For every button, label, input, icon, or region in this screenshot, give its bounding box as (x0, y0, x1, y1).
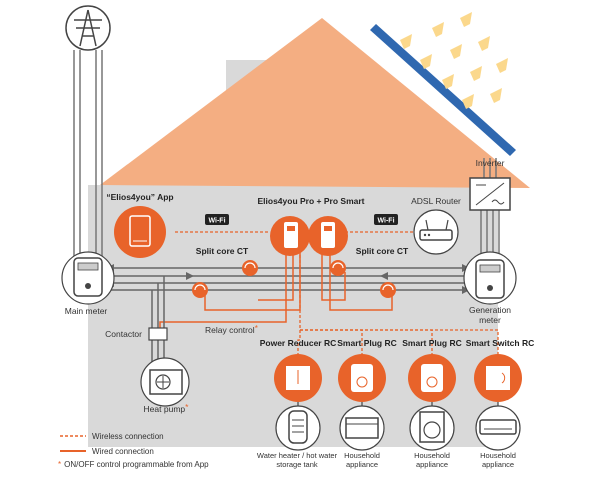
adsl-router-icon (413, 209, 459, 255)
relay-control-label: Relay control* (205, 323, 259, 335)
main-meter-label: Main meter (65, 306, 108, 316)
household-appliance-1-icon (339, 405, 385, 451)
smart-plug-1-label: Smart Plug RC (337, 338, 397, 348)
grid-cable (73, 50, 103, 258)
ct-right-1-icon (330, 260, 346, 276)
heat-pump-icon (140, 357, 190, 407)
ct-left-2-icon (192, 282, 208, 298)
household-appliance-3-icon (475, 405, 521, 451)
power-reducer-icon (274, 354, 322, 402)
household-appliance-2-icon (409, 405, 455, 451)
elios4you-label: Elios4you Pro + Pro Smart (258, 196, 365, 206)
household-2-label-1: Household (414, 451, 450, 460)
contactor-label: Contactor (105, 329, 142, 339)
legend-note: *ON/OFF control programmable from App (58, 460, 209, 469)
main-meter-icon (61, 251, 115, 305)
generation-meter-label-1: Generation (469, 305, 511, 315)
ct-left-label: Split core CT (196, 246, 249, 256)
household-1-label-1: Household (344, 451, 380, 460)
household-1-label-2: appliance (346, 460, 378, 469)
app-tablet-icon (114, 206, 166, 258)
legend-wireless-label: Wireless connection (92, 432, 164, 441)
smart-plug-2-icon (408, 354, 456, 402)
power-reducer-label: Power Reducer RC (260, 338, 337, 348)
inverter-label: Inverter (476, 158, 505, 168)
wifi-right-icon: Wi-Fi (374, 214, 398, 225)
ct-right-2-icon (380, 282, 396, 298)
generation-meter-label-2: meter (479, 315, 501, 325)
household-3-label-2: appliance (482, 460, 514, 469)
inverter-icon (469, 177, 511, 211)
legend: Wireless connection Wired connection *ON… (58, 432, 209, 469)
ct-right-label: Split core CT (356, 246, 409, 256)
smart-plug-2-label: Smart Plug RC (402, 338, 462, 348)
house-roof (100, 18, 530, 188)
elios4you-device-icon (270, 216, 348, 256)
wifi-right-label: Wi-Fi (377, 218, 394, 225)
sun-rays (400, 12, 508, 109)
water-heater-label-1: Water heater / hot water (257, 451, 338, 460)
wifi-left-label: Wi-Fi (208, 218, 225, 225)
solar-panel (370, 24, 516, 156)
app-label: “Elios4you” App (106, 192, 173, 202)
household-2-label-2: appliance (416, 460, 448, 469)
smart-switch-label: Smart Switch RC (466, 338, 535, 348)
ct-left-1-icon (242, 260, 258, 276)
contactor-icon (148, 327, 168, 341)
water-heater-icon (275, 405, 321, 451)
smart-switch-icon (474, 354, 522, 402)
water-heater-label-2: storage tank (276, 460, 318, 469)
heat-pump-label: Heat pump* (144, 402, 190, 414)
generation-meter-icon (463, 251, 517, 305)
household-3-label-1: Household (480, 451, 516, 460)
power-bus (106, 267, 470, 291)
pylon-icon (65, 5, 111, 51)
wifi-left-icon: Wi-Fi (205, 214, 229, 225)
legend-wired-label: Wired connection (92, 447, 154, 456)
device-links (297, 402, 499, 406)
adsl-router-label: ADSL Router (411, 196, 461, 206)
smart-plug-1-icon (338, 354, 386, 402)
